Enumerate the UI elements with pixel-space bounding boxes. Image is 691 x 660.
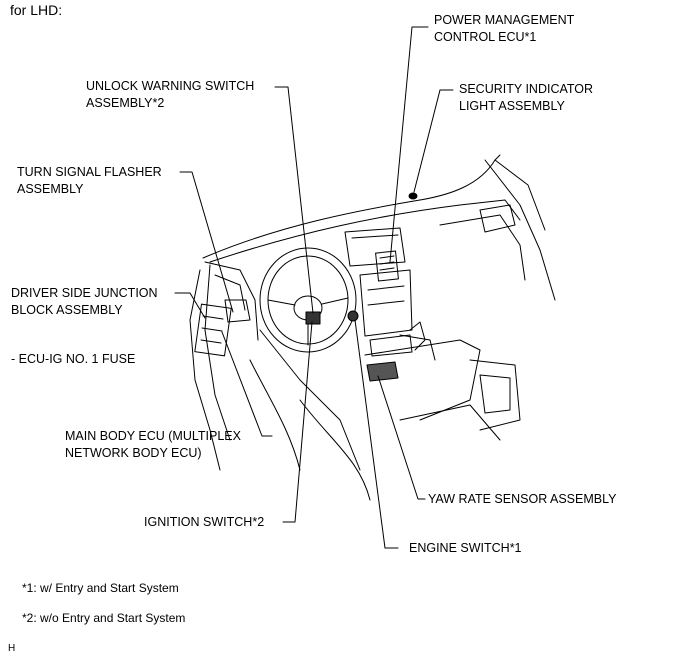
- leader-power-mgmt: [389, 26, 429, 263]
- leader-yaw: [377, 375, 426, 500]
- label-line: LIGHT ASSEMBLY: [459, 99, 565, 113]
- left-dash: [204, 261, 259, 341]
- leader-unlock: [274, 86, 314, 314]
- center-stack: [344, 227, 406, 267]
- steering-wheel: [259, 247, 357, 353]
- label-line: TURN SIGNAL FLASHER: [17, 165, 162, 179]
- label-engine-switch: ENGINE SWITCH*1: [409, 541, 522, 555]
- label-power-management-ecu: POWER MANAGEMENT CONTROL ECU*1: [434, 12, 574, 46]
- figure-code: H: [8, 643, 16, 654]
- label-line: POWER MANAGEMENT: [434, 13, 575, 27]
- label-driver-junction-block: DRIVER SIDE JUNCTION BLOCK ASSEMBLY: [11, 285, 158, 319]
- label-security-indicator: SECURITY INDICATOR LIGHT ASSEMBLY: [459, 81, 593, 115]
- engine-switch: [347, 310, 359, 322]
- leader-junction: [174, 292, 206, 319]
- footnote-1: *1: w/ Entry and Start System: [22, 581, 179, 595]
- label-line: ASSEMBLY: [17, 182, 84, 196]
- power-mgmt-ecu: [375, 250, 399, 282]
- page-heading: for LHD:: [10, 2, 63, 18]
- label-line: ASSEMBLY*2: [86, 96, 165, 110]
- yaw-rate-sensor: [366, 361, 399, 382]
- label-unlock-warning-switch: UNLOCK WARNING SWITCH ASSEMBLY*2: [86, 78, 254, 112]
- dash-top-line: [209, 199, 521, 263]
- leader-main-body: [221, 331, 273, 437]
- label-line: BLOCK ASSEMBLY: [11, 303, 123, 317]
- label-main-body-ecu: MAIN BODY ECU (MULTIPLEX NETWORK BODY EC…: [65, 428, 241, 462]
- footnote-2: *2: w/o Entry and Start System: [22, 611, 186, 625]
- leader-turn-signal: [179, 171, 234, 313]
- center-console: [364, 339, 481, 421]
- label-line: UNLOCK WARNING SWITCH: [86, 79, 255, 93]
- label-line: NETWORK BODY ECU): [65, 446, 202, 460]
- leader-ignition: [282, 321, 313, 523]
- roof-pillar: [484, 159, 556, 301]
- label-line: MAIN BODY ECU (MULTIPLEX: [65, 429, 241, 443]
- security-indicator: [408, 192, 418, 200]
- leader-lines: [174, 26, 454, 549]
- label-ignition-switch: IGNITION SWITCH*2: [144, 515, 265, 529]
- label-yaw-rate-sensor: YAW RATE SENSOR ASSEMBLY: [428, 492, 617, 506]
- ignition-switch: [305, 311, 321, 325]
- leader-security: [413, 89, 454, 193]
- junction-block: [194, 303, 232, 357]
- label-ecu-ig-fuse: - ECU-IG NO. 1 FUSE: [11, 352, 136, 366]
- leader-engine: [354, 319, 399, 549]
- label-line: CONTROL ECU*1: [434, 30, 537, 44]
- label-turn-signal-flasher: TURN SIGNAL FLASHER ASSEMBLY: [17, 164, 162, 198]
- windshield-outline: [202, 154, 501, 259]
- label-line: DRIVER SIDE JUNCTION: [11, 286, 158, 300]
- label-line: SECURITY INDICATOR: [459, 82, 594, 96]
